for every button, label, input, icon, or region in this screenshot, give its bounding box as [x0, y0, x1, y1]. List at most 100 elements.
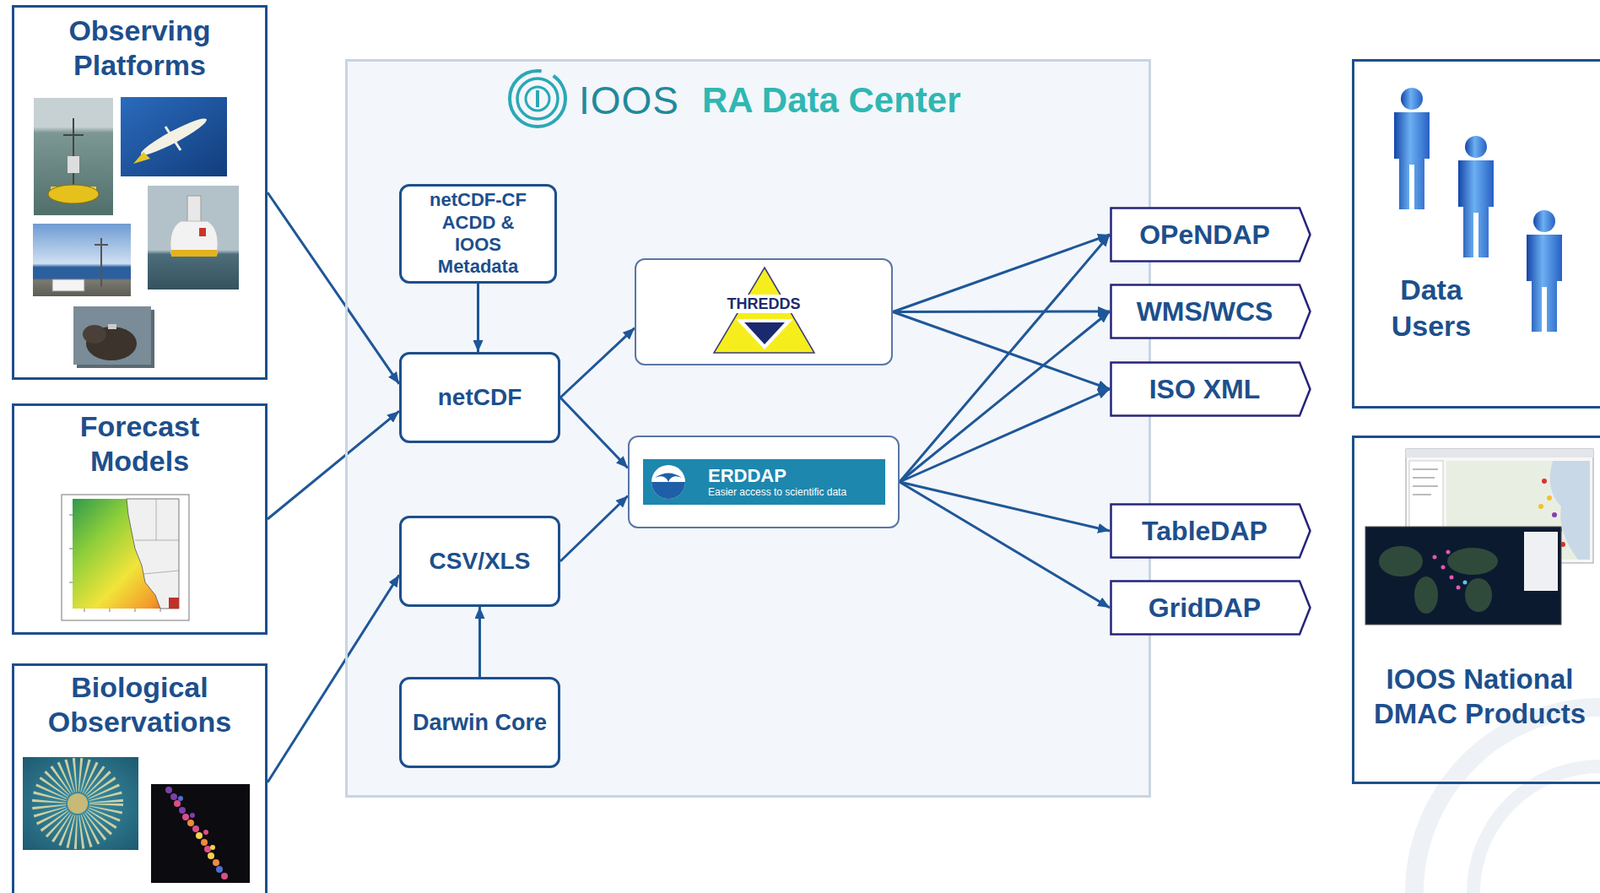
dmac-screenshots: [1441, 565, 1446, 570]
dmac-screenshots: [1551, 512, 1557, 518]
species-map: [178, 806, 186, 814]
logo-wordmark: IOOS: [578, 77, 680, 125]
watermark-arcs: [1414, 707, 1600, 893]
server-name: ERDDAP: [708, 465, 892, 487]
ioos-logo-icon: [525, 86, 550, 111]
data-user-figures: [1526, 210, 1563, 332]
buoy-photo: [48, 184, 99, 204]
flow-arrow: [892, 310, 1110, 314]
consumer-box: IOOS National DMAC Products: [1351, 435, 1600, 784]
species-map: [207, 852, 215, 860]
dmac-screenshots: [1432, 555, 1438, 560]
forecast-map: [168, 597, 179, 609]
data-center-panel-fill: [345, 59, 1152, 798]
seal-photo: [73, 306, 155, 368]
glider-photo: [165, 126, 181, 151]
flow-arrow: [267, 192, 400, 384]
dmac-screenshots: [1378, 545, 1423, 577]
ioos-logo-icon: [517, 78, 558, 119]
buoy-photo: [187, 195, 201, 223]
box-caption: Data Users: [1367, 271, 1495, 344]
species-map: [210, 844, 216, 850]
species-map: [204, 845, 211, 853]
flow-arrow: [899, 389, 1110, 482]
data-user-figures: [1400, 87, 1423, 110]
buoy-photo: [199, 227, 206, 237]
species-map: [189, 812, 195, 818]
service-tag: TableDAP: [1109, 502, 1312, 559]
box-heading: IOOS National DMAC Products: [1367, 661, 1592, 732]
service-name: GridDAP: [1148, 591, 1261, 624]
erddap-banner: [651, 481, 686, 499]
forecast-map: [61, 494, 190, 621]
server-name: THREDDS: [724, 294, 803, 314]
flow-arrow: [560, 496, 628, 563]
species-map: [192, 825, 200, 833]
box-heading: Data Users: [1367, 271, 1495, 344]
buoy-photo: [67, 156, 80, 173]
data-center-panel-fill: [345, 59, 1152, 798]
shore-station-photo: [32, 223, 131, 297]
erddap-banner: [654, 473, 682, 483]
buoy-photo: [32, 97, 114, 217]
dmac-screenshots: [1414, 576, 1438, 614]
service-name: ISO XML: [1149, 372, 1261, 406]
buoy-photo: [147, 185, 239, 290]
connectors: [267, 192, 1110, 783]
species-map: [203, 829, 209, 835]
erddap-banner: [627, 435, 900, 529]
forecast-map: [61, 494, 190, 621]
species-map: [195, 832, 203, 839]
dmac-screenshots: [1446, 550, 1451, 555]
species-map: [182, 813, 190, 821]
dmac-screenshots: [1365, 526, 1562, 625]
shore-station-photo: [32, 223, 131, 297]
dmac-screenshots: [1546, 495, 1552, 501]
dmac-screenshots: [1456, 585, 1461, 590]
dmac-screenshots: [1524, 531, 1558, 591]
glider-photo: [138, 113, 210, 160]
source-box: Forecast Models: [11, 403, 268, 635]
format-box: netCDF-CF ACDD & IOOS Metadata: [399, 183, 557, 284]
ioos-logo-icon: [509, 70, 566, 127]
forecast-map: [72, 498, 179, 609]
species-map: [151, 783, 250, 883]
data-user-figures: [1464, 135, 1487, 158]
buoy-photo: [63, 134, 84, 136]
thredds-logo: [634, 258, 893, 366]
flow-arrow: [899, 481, 1110, 531]
format-box: Darwin Core: [399, 676, 561, 768]
tag-outline: [1111, 285, 1311, 339]
flow-arrow: [267, 410, 400, 519]
dmac-screenshots: [1538, 503, 1544, 509]
service-name: WMS/WCS: [1136, 295, 1274, 328]
data-center-panel: netCDF-CF ACDD & IOOS MetadatanetCDFCSV/…: [345, 59, 1152, 798]
flow-arrow: [899, 234, 1110, 482]
watermark-arcs: [1414, 707, 1600, 893]
tag-outline: [1111, 362, 1311, 417]
thredds-logo: [713, 267, 815, 353]
box-heading: Forecast Models: [34, 409, 246, 479]
dmac-screenshots: [1365, 448, 1594, 625]
box-label: netCDF: [437, 383, 523, 412]
service-name: TableDAP: [1141, 514, 1268, 547]
box-label: netCDF-CF ACDD & IOOS Metadata: [423, 189, 534, 279]
forecast-map: [126, 498, 179, 609]
anemone-photo: [22, 756, 139, 850]
shore-station-photo: [52, 279, 85, 292]
seal-photo: [73, 306, 152, 365]
box-caption: IOOS National DMAC Products: [1367, 661, 1592, 732]
ioos-logo-icon: [509, 70, 566, 127]
dmac-screenshots: [1464, 578, 1492, 612]
anemone-photo: [48, 774, 107, 833]
erddap-banner: [651, 464, 686, 499]
buoy-photo: [32, 97, 114, 217]
flow-arrow: [899, 311, 1110, 482]
tag-outline: [1111, 581, 1311, 635]
box-heading: Biological Observations: [34, 670, 246, 740]
service-tag: GridDAP: [1109, 579, 1312, 636]
data-user-figures: [1533, 210, 1556, 233]
thredds-logo: [744, 322, 785, 345]
